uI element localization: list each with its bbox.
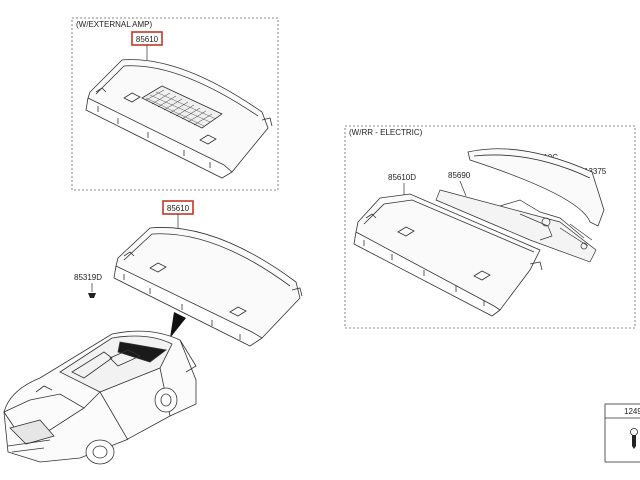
part-number-screw[interactable]: 13375 (584, 167, 607, 176)
rear-parcel-tray-top (85, 59, 273, 179)
part-number-main-tray[interactable]: 85610 (167, 204, 190, 213)
bolt-icon (630, 428, 638, 449)
clip-icon (88, 293, 96, 298)
part-number-corner[interactable]: 1249 (624, 407, 640, 416)
part-number-sunshade[interactable]: 85690 (448, 171, 471, 180)
electric-parcel-tray (353, 193, 543, 317)
part-number-top-tray[interactable]: 85610 (136, 35, 159, 44)
sunshade-mechanism (435, 189, 597, 263)
main-tray-group: 85610 85319D (74, 200, 303, 347)
corner-part-box: 1249 (604, 403, 640, 463)
rear-window-highlight (117, 341, 167, 363)
part-number-electric-tray[interactable]: 85610D (388, 173, 416, 182)
panel-rr-electric: (W/RR - ELECTRIC) 85610D 85690 85610C 13… (344, 125, 636, 329)
sunshade-cover (467, 148, 605, 227)
location-pointer (170, 312, 186, 338)
panel-external-amp-border (71, 17, 279, 191)
panel-external-amp: (W/EXTERNAL AMP) 85610 (71, 17, 279, 191)
corner-box-border (604, 403, 640, 463)
leader-sunshade (459, 180, 467, 197)
panel-rr-electric-label: (W/RR - ELECTRIC) (349, 128, 423, 137)
panel-external-amp-label: (W/EXTERNAL AMP) (76, 20, 152, 29)
part-number-clip[interactable]: 85319D (74, 273, 102, 282)
panel-rr-electric-border (344, 125, 636, 329)
car-illustration (3, 330, 197, 465)
rear-parcel-tray-main (113, 227, 303, 347)
